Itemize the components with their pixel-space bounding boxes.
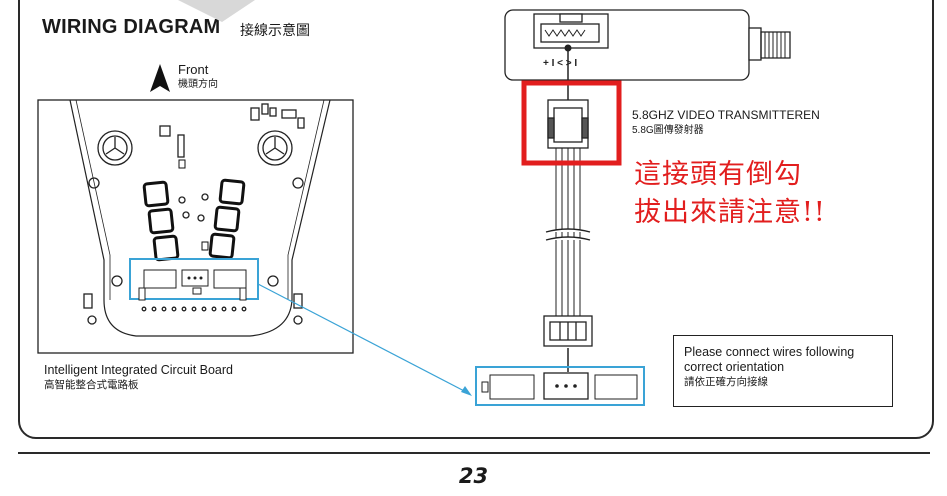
footer-divider (18, 452, 930, 454)
front-label: Front 機頭方向 (178, 62, 218, 92)
antenna-icon (760, 31, 791, 59)
pointer-arrowhead (461, 386, 472, 396)
page-number: 23 (458, 464, 489, 488)
board-label-en: Intelligent Integrated Circuit Board (44, 363, 233, 377)
wire-harness (545, 44, 591, 372)
front-arrow-icon (150, 64, 170, 92)
front-label-en: Front (178, 62, 209, 77)
transmitter-pin-symbols: + I < > I (543, 58, 577, 69)
led-row (141, 306, 247, 312)
diagram-title-cn: 接線示意圖 (240, 23, 310, 39)
board-label-cn: 高智能整合式電路板 (44, 379, 139, 391)
orientation-note-box: Please connect wires following correct o… (673, 335, 893, 407)
latch-warning-highlight (521, 80, 622, 166)
chip-pads (142, 178, 246, 262)
transmitter-plug (547, 99, 589, 149)
connector-pointer-line (257, 283, 471, 395)
front-label-cn: 機頭方向 (178, 79, 218, 90)
transmitter-label-cn: 5.8G圖傳發射器 (632, 125, 704, 136)
page-frame (18, 0, 934, 439)
warning-line-1: 這接頭有倒勾 (634, 159, 802, 190)
video-transmitter (504, 9, 791, 81)
board-label: Intelligent Integrated Circuit Board 高智能… (44, 363, 233, 393)
warning-line-2: 拔出來請注意!! (634, 197, 826, 228)
board-connector-area (129, 258, 259, 301)
diagram-title: WIRING DIAGRAM (42, 16, 221, 38)
note-line-2: correct orientation (684, 360, 785, 374)
circuit-board (37, 99, 354, 354)
transmitter-label: 5.8GHZ VIDEO TRANSMITTEREN 5.8G圖傳發射器 (632, 108, 820, 138)
latch-warning-note: 這接頭有倒勾 拔出來請注意!! (634, 156, 826, 232)
note-line-1: Please connect wires following (684, 345, 855, 359)
board-plug (543, 315, 593, 347)
destination-connector-area (475, 366, 645, 406)
note-line-cn: 請依正確方向接線 (684, 376, 768, 388)
title-tab-shape (178, 0, 255, 22)
transmitter-label-en: 5.8GHZ VIDEO TRANSMITTEREN (632, 108, 820, 122)
